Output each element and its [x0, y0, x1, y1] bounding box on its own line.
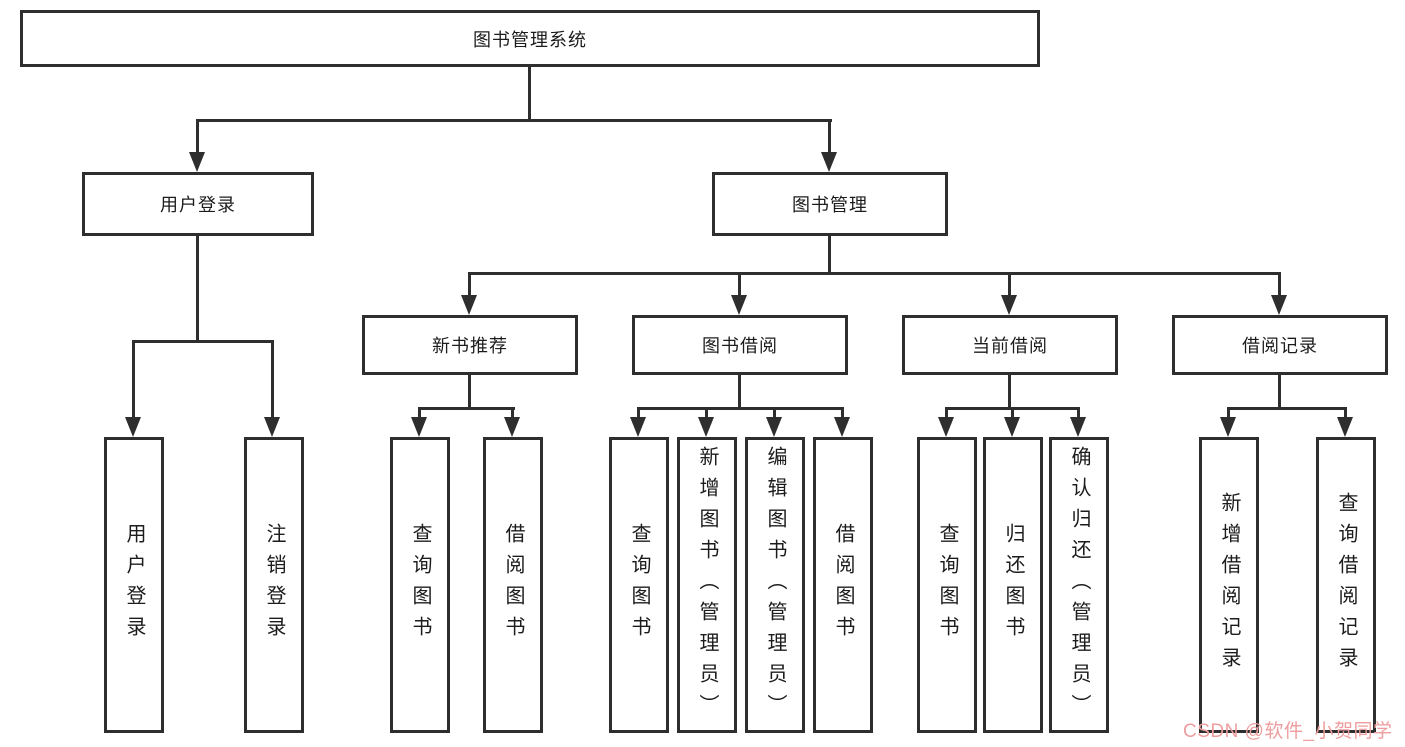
node-root: 图书管理系统	[20, 10, 1040, 67]
connector-bookmgmt-bar	[468, 272, 1281, 275]
connector-drop-leaf	[1227, 407, 1230, 419]
leaf-add-borrow-record-label: 新增借阅记录	[1218, 492, 1240, 678]
node-borrow-record: 借阅记录	[1172, 315, 1388, 375]
node-book-management-label: 图书管理	[792, 195, 868, 215]
connector-bookborrow-stem	[738, 375, 741, 410]
leaf-query-book-1-label: 查询图书	[409, 523, 431, 647]
connector-drop-leaf	[511, 407, 514, 419]
connector-drop-login	[132, 340, 135, 418]
arrow-down-icon	[1004, 417, 1020, 437]
arrow-down-icon	[461, 295, 477, 315]
leaf-add-borrow-record: 新增借阅记录	[1199, 437, 1259, 733]
leaf-query-book-2: 查询图书	[609, 437, 669, 733]
connector-newbook-bar	[418, 407, 515, 410]
connector-bookborrow-bar	[637, 407, 844, 410]
connector-borrowrecord-stem	[1278, 375, 1281, 410]
leaf-borrow-book-2: 借阅图书	[813, 437, 873, 733]
arrow-down-icon	[938, 417, 954, 437]
connector-bookmgmt-stem	[828, 236, 831, 272]
node-new-book-recommend: 新书推荐	[362, 315, 578, 375]
leaf-query-borrow-record: 查询借阅记录	[1316, 437, 1376, 733]
connector-drop-leaf	[945, 407, 948, 419]
leaf-confirm-return-admin: 确认归还（管理员）	[1049, 437, 1109, 733]
leaf-query-book-1: 查询图书	[390, 437, 450, 733]
arrow-down-icon	[1271, 295, 1287, 315]
arrow-down-icon	[698, 417, 714, 437]
connector-currentborrow-stem	[1008, 375, 1011, 410]
connector-drop-leaf	[637, 407, 640, 419]
arrow-down-icon	[1070, 417, 1086, 437]
connector-drop-borrowrecord	[1278, 272, 1281, 298]
leaf-query-borrow-record-label: 查询借阅记录	[1335, 492, 1357, 678]
arrow-down-icon	[1001, 295, 1017, 315]
leaf-user-login-label: 用户登录	[123, 523, 145, 647]
connector-drop-leaf	[841, 407, 844, 419]
leaf-edit-book-admin: 编辑图书（管理员）	[745, 437, 805, 733]
leaf-user-login: 用户登录	[104, 437, 164, 733]
arrow-down-icon	[411, 417, 427, 437]
connector-drop-user-login	[196, 119, 199, 153]
arrow-down-icon	[821, 152, 837, 172]
node-root-label: 图书管理系统	[473, 29, 587, 50]
node-book-management: 图书管理	[712, 172, 948, 236]
leaf-query-book-2-label: 查询图书	[628, 523, 650, 647]
connector-root-bar	[196, 119, 832, 122]
leaf-confirm-return-admin-label: 确认归还（管理员）	[1068, 445, 1090, 725]
connector-drop-leaf	[773, 407, 776, 419]
connector-drop-bookborrow	[738, 272, 741, 298]
arrow-down-icon	[504, 417, 520, 437]
arrow-down-icon	[766, 417, 782, 437]
leaf-borrow-book-1-label: 借阅图书	[502, 523, 524, 647]
connector-borrowrecord-bar	[1227, 407, 1346, 410]
connector-drop-currentborrow	[1008, 272, 1011, 298]
connector-newbook-stem	[468, 375, 471, 410]
connector-drop-leaf	[705, 407, 708, 419]
arrow-down-icon	[189, 152, 205, 172]
leaf-logout: 注销登录	[244, 437, 304, 733]
connector-root-stem	[528, 67, 531, 120]
arrow-down-icon	[264, 417, 280, 437]
leaf-add-book-admin-label: 新增图书（管理员）	[696, 445, 718, 725]
node-book-borrow: 图书借阅	[632, 315, 848, 375]
connector-drop-logout	[271, 340, 274, 418]
connector-drop-leaf	[418, 407, 421, 419]
arrow-down-icon	[834, 417, 850, 437]
leaf-borrow-book-1: 借阅图书	[483, 437, 543, 733]
node-user-login: 用户登录	[82, 172, 314, 236]
node-current-borrow-label: 当前借阅	[972, 336, 1048, 356]
connector-drop-leaf	[1344, 407, 1347, 419]
leaf-return-book: 归还图书	[983, 437, 1043, 733]
connector-drop-leaf	[1077, 407, 1080, 419]
leaf-edit-book-admin-label: 编辑图书（管理员）	[764, 445, 786, 725]
arrow-down-icon	[630, 417, 646, 437]
arrow-down-icon	[125, 417, 141, 437]
leaf-query-book-3: 查询图书	[917, 437, 977, 733]
leaf-add-book-admin: 新增图书（管理员）	[677, 437, 737, 733]
arrow-down-icon	[1337, 417, 1353, 437]
connector-drop-book-mgmt	[828, 119, 831, 153]
leaf-logout-label: 注销登录	[263, 523, 285, 647]
connector-userlogin-stem	[196, 236, 199, 340]
leaf-query-book-3-label: 查询图书	[936, 523, 958, 647]
connector-userlogin-bar	[132, 340, 274, 343]
node-borrow-record-label: 借阅记录	[1242, 336, 1318, 356]
watermark: CSDN @软件_小贺同学	[1183, 721, 1393, 742]
leaf-borrow-book-2-label: 借阅图书	[832, 523, 854, 647]
arrow-down-icon	[1220, 417, 1236, 437]
node-new-book-recommend-label: 新书推荐	[432, 336, 508, 356]
connector-drop-leaf	[1011, 407, 1014, 419]
node-current-borrow: 当前借阅	[902, 315, 1118, 375]
arrow-down-icon	[731, 295, 747, 315]
connector-drop-newbook	[468, 272, 471, 298]
node-user-login-label: 用户登录	[160, 195, 236, 215]
node-book-borrow-label: 图书借阅	[702, 336, 778, 356]
leaf-return-book-label: 归还图书	[1002, 523, 1024, 647]
